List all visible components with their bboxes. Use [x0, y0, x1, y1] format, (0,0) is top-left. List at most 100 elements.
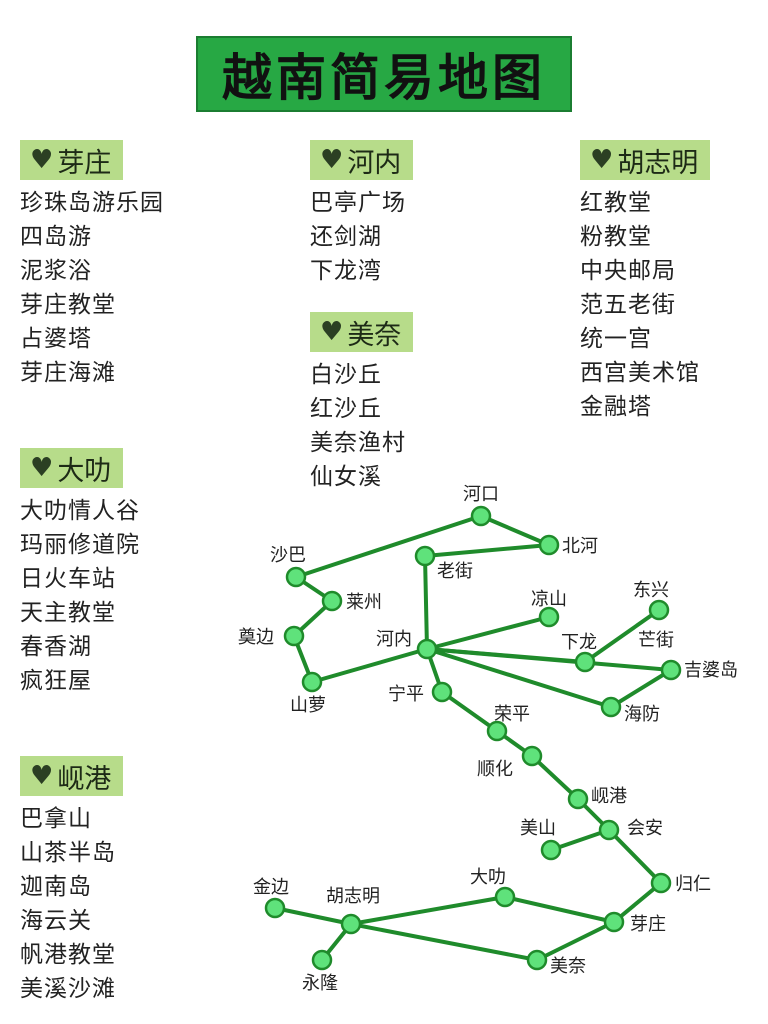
section-title: 河内	[347, 147, 402, 179]
section-title: 胡志明	[617, 147, 699, 179]
node-huian	[598, 819, 620, 841]
node-label-ningping: 宁平	[388, 684, 424, 705]
list-item: 四岛游	[20, 224, 92, 250]
list-item: 珍珠岛游乐园	[20, 190, 164, 216]
section-header: ♥ 河内	[310, 140, 414, 180]
node-liangshan	[538, 606, 560, 628]
list-item: 美溪沙滩	[20, 976, 116, 1002]
node-label-liangshan: 凉山	[531, 589, 567, 610]
route-nodes	[264, 505, 682, 971]
list-item: 天主教堂	[20, 600, 116, 626]
list-item: 占婆塔	[20, 326, 92, 352]
list-item: 泥浆浴	[20, 258, 92, 284]
route-edge-shunhua-xiangang	[530, 754, 580, 801]
list-item: 大叻情人谷	[20, 498, 140, 524]
list-item: 红沙丘	[310, 396, 382, 422]
section-header: ♥ 大叻	[20, 448, 124, 488]
list-item: 西宫美术馆	[580, 360, 700, 386]
node-label-shaba: 沙巴	[270, 545, 306, 566]
node-label-beihe: 北河	[562, 536, 598, 557]
node-shanluo	[301, 671, 323, 693]
node-label-shanluo: 山萝	[290, 695, 326, 716]
node-label-meinai: 美奈	[550, 956, 586, 977]
heart-icon: ♥	[320, 317, 344, 347]
node-hanoi	[416, 638, 438, 660]
list-item: 疯狂屋	[20, 668, 92, 694]
node-rongping	[486, 720, 508, 742]
route-edge-hochiminh-jinbian	[273, 906, 353, 926]
heart-icon: ♥	[30, 145, 54, 175]
node-laojie	[414, 545, 436, 567]
route-edge-hanoi-liangshan	[425, 615, 551, 651]
attraction-list: 珍珠岛游乐园 四岛游 泥浆浴 芽庄教堂 占婆塔 芽庄海滩	[20, 186, 164, 390]
section-muine: ♥ 美奈 白沙丘 红沙丘 美奈渔村 仙女溪	[310, 312, 414, 494]
node-label-jipodao: 吉婆岛	[684, 660, 738, 681]
attraction-list: 大叻情人谷 玛丽修道院 日火车站 天主教堂 春香湖 疯狂屋	[20, 494, 140, 698]
section-header: ♥ 芽庄	[20, 140, 124, 180]
node-label-xialong: 下龙	[561, 632, 597, 653]
route-edge-xialong-dongxing	[583, 608, 661, 664]
list-item: 白沙丘	[310, 362, 382, 388]
node-dongxing	[648, 599, 670, 621]
route-edge-shaba-hekou	[294, 514, 483, 579]
list-item: 芽庄教堂	[20, 292, 116, 318]
section-title: 芽庄	[57, 147, 112, 179]
attraction-list: 白沙丘 红沙丘 美奈渔村 仙女溪	[310, 358, 413, 494]
list-item: 仙女溪	[310, 464, 382, 490]
section-hochiminh: ♥ 胡志明 红教堂 粉教堂 中央邮局 范五老街 统一宫 西宫美术馆 金融塔	[580, 140, 711, 424]
section-dalat: ♥ 大叻 大叻情人谷 玛丽修道院 日火车站 天主教堂 春香湖 疯狂屋	[20, 448, 140, 698]
node-label-dongxing: 东兴	[633, 580, 669, 601]
attraction-list: 红教堂 粉教堂 中央邮局 范五老街 统一宫 西宫美术馆 金融塔	[580, 186, 710, 424]
route-edge-hanoi-haifang	[425, 647, 613, 709]
section-danang: ♥ 岘港 巴拿山 山茶半岛 迦南岛 海云关 帆港教堂 美溪沙滩	[20, 756, 124, 1006]
node-label-huian: 会安	[627, 818, 663, 839]
route-edge-huian-guiren	[607, 828, 663, 885]
list-item: 帆港教堂	[20, 942, 116, 968]
list-item: 迦南岛	[20, 874, 92, 900]
route-edge-laojie-hanoi	[423, 554, 429, 651]
heart-icon: ♥	[590, 145, 614, 175]
list-item: 山茶半岛	[20, 840, 116, 866]
list-item: 美奈渔村	[310, 430, 406, 456]
node-xialong	[574, 651, 596, 673]
list-item: 红教堂	[580, 190, 652, 216]
node-hochiminh	[340, 913, 362, 935]
node-label-meishan: 美山	[520, 818, 556, 839]
attraction-list: 巴拿山 山茶半岛 迦南岛 海云关 帆港教堂 美溪沙滩	[20, 802, 123, 1006]
list-item: 日火车站	[20, 566, 116, 592]
node-yazhuang	[603, 911, 625, 933]
section-title: 岘港	[57, 763, 112, 795]
node-label-hanoi: 河内	[376, 629, 412, 650]
node-label-laojie: 老街	[437, 561, 473, 582]
route-labels: 河口北河老街沙巴莱州奠边山萝河内凉山东兴芒街下龙吉婆岛海防宁平荣平顺化岘港会安美…	[238, 484, 738, 994]
route-edge-yazhuang-dalat	[503, 895, 616, 924]
node-label-haifang: 海防	[624, 704, 660, 725]
section-title: 大叻	[57, 455, 112, 487]
node-hekou	[470, 505, 492, 527]
route-edge-ningping-rongping	[440, 690, 499, 733]
node-mobian	[283, 625, 305, 647]
list-item: 巴拿山	[20, 806, 92, 832]
list-item: 下龙湾	[310, 258, 382, 284]
attraction-list: 巴亭广场 还剑湖 下龙湾	[310, 186, 413, 288]
node-label-xiangang: 岘港	[591, 786, 627, 807]
node-label-shunhua: 顺化	[477, 759, 513, 780]
section-nhatrang: ♥ 芽庄 珍珠岛游乐园 四岛游 泥浆浴 芽庄教堂 占婆塔 芽庄海滩	[20, 140, 164, 390]
list-item: 范五老街	[580, 292, 676, 318]
route-edge-yazhuang-meinai	[535, 920, 616, 962]
list-item: 海云关	[20, 908, 92, 934]
node-laizhou	[321, 590, 343, 612]
node-xiangang	[567, 788, 589, 810]
node-jipodao	[660, 659, 682, 681]
route-edge-dalat-hochiminh	[349, 895, 507, 926]
section-header: ♥ 美奈	[310, 312, 414, 352]
node-label-mobian: 奠边	[238, 627, 274, 648]
node-dalat	[494, 886, 516, 908]
list-item: 中央邮局	[580, 258, 676, 284]
node-label-hochiminh: 胡志明	[326, 886, 380, 907]
node-shaba	[285, 566, 307, 588]
node-label-hekou: 河口	[463, 484, 499, 505]
list-item: 玛丽修道院	[20, 532, 140, 558]
node-label-mangjie: 芒街	[638, 630, 674, 651]
